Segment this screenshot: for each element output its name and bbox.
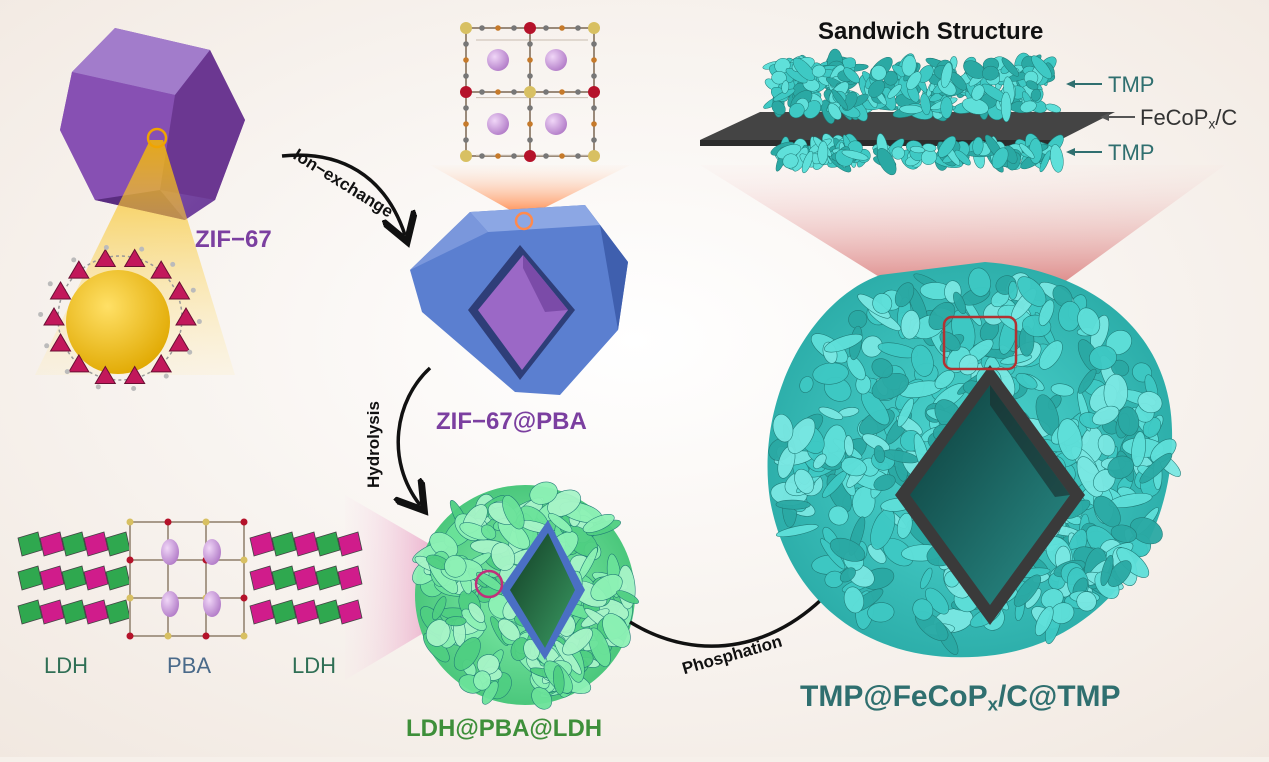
- final-product-sub: x: [987, 693, 998, 715]
- zif67-tetrahedra: [38, 245, 202, 391]
- zoom-circle-zif67: [146, 127, 168, 149]
- label-zif67: ZIF−67: [195, 226, 272, 253]
- label-layer-tmp-bottom: TMP: [1108, 140, 1155, 165]
- hydrolysis-arrow: [398, 366, 432, 505]
- zoom-circle-ldh: [474, 569, 504, 599]
- ion-exchange-arrow: [281, 153, 405, 235]
- ldh-pba-ldh-structure: [17, 518, 363, 640]
- zoom-beam-pba: [430, 165, 630, 210]
- ldh-pba-ldh-particle: [412, 481, 639, 710]
- layer-fecop-tail: /C: [1215, 105, 1238, 130]
- layer-fecop-main: FeCoP: [1140, 105, 1209, 130]
- sandwich-structure: [700, 48, 1115, 176]
- layer-pointers: [1066, 80, 1135, 156]
- zif67-pba-crystal: [410, 205, 628, 395]
- label-sandwich-title: Sandwich Structure: [818, 18, 1044, 45]
- zif67-crystal: [60, 28, 245, 220]
- pba-lattice-structure: [460, 22, 600, 162]
- phosphation-arrow: [629, 582, 838, 648]
- zoom-circle-pba: [514, 211, 534, 231]
- label-zif67-pba: ZIF−67@PBA: [436, 408, 587, 435]
- label-pba-middle: PBA: [167, 653, 212, 678]
- layer-fecop-sub: x: [1208, 116, 1216, 132]
- tmp-fecop-final-particle: [767, 262, 1181, 658]
- label-final-product: TMP@FeCoPx/C@TMP: [800, 680, 1121, 716]
- final-product-main: TMP@FeCoP: [800, 680, 988, 713]
- zoom-box-tmp: [942, 315, 1018, 371]
- label-layer-tmp-top: TMP: [1108, 72, 1155, 97]
- step-hydrolysis: Hydrolysis: [364, 401, 383, 488]
- label-ldh-pba-ldh: LDH@PBA@LDH: [406, 715, 603, 742]
- final-product-tail: /C@TMP: [997, 680, 1121, 713]
- label-layer-fecop: FeCoPx/C: [1140, 105, 1237, 131]
- label-ldh-left: LDH: [44, 653, 89, 678]
- zoom-beam-tmp: [700, 165, 1225, 318]
- label-ldh-right: LDH: [292, 653, 337, 678]
